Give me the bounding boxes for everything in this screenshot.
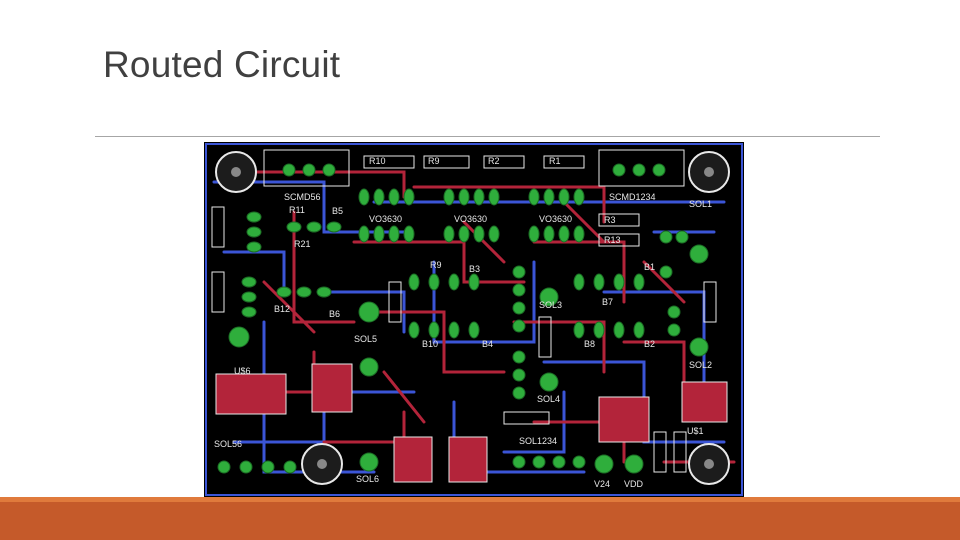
svg-text:SCMD56: SCMD56 (284, 192, 321, 202)
svg-text:B7: B7 (602, 297, 613, 307)
svg-text:B12: B12 (274, 304, 290, 314)
svg-text:R3: R3 (604, 215, 616, 225)
svg-text:SOL1: SOL1 (689, 199, 712, 209)
svg-text:B2: B2 (644, 339, 655, 349)
footer-accent-line (0, 497, 960, 502)
title-divider (95, 136, 880, 137)
svg-text:U$1: U$1 (687, 426, 704, 436)
pcb-layout-image: SCMD56 R11 R21 B5 R10 R9 R2 R1 SCMD1234 … (204, 142, 744, 497)
svg-text:B10: B10 (422, 339, 438, 349)
svg-text:R21: R21 (294, 239, 311, 249)
svg-text:SCMD1234: SCMD1234 (609, 192, 656, 202)
svg-text:B3: B3 (469, 264, 480, 274)
svg-text:R9: R9 (430, 260, 442, 270)
svg-text:SOL3: SOL3 (539, 300, 562, 310)
svg-text:B1: B1 (644, 262, 655, 272)
svg-text:B4: B4 (482, 339, 493, 349)
slide-title: Routed Circuit (103, 44, 341, 85)
svg-text:R10: R10 (369, 156, 386, 166)
svg-text:U$6: U$6 (234, 366, 251, 376)
svg-text:R1: R1 (549, 156, 561, 166)
svg-text:R2: R2 (488, 156, 500, 166)
svg-text:R11: R11 (289, 205, 305, 215)
svg-text:SOL2: SOL2 (689, 360, 712, 370)
footer-band (0, 497, 960, 540)
svg-text:SOL4: SOL4 (537, 394, 560, 404)
svg-text:SOL56: SOL56 (214, 439, 242, 449)
svg-text:R13: R13 (604, 235, 621, 245)
svg-text:VO3630: VO3630 (369, 214, 402, 224)
svg-text:VO3630: VO3630 (539, 214, 572, 224)
svg-text:V24: V24 (594, 479, 610, 489)
svg-text:B6: B6 (329, 309, 340, 319)
svg-text:B5: B5 (332, 206, 343, 216)
svg-text:SOL5: SOL5 (354, 334, 377, 344)
svg-text:SOL6: SOL6 (356, 474, 379, 484)
svg-text:B8: B8 (584, 339, 595, 349)
svg-text:VO3630: VO3630 (454, 214, 487, 224)
svg-text:SOL1234: SOL1234 (519, 436, 557, 446)
svg-text:VDD: VDD (624, 479, 644, 489)
svg-text:R9: R9 (428, 156, 440, 166)
